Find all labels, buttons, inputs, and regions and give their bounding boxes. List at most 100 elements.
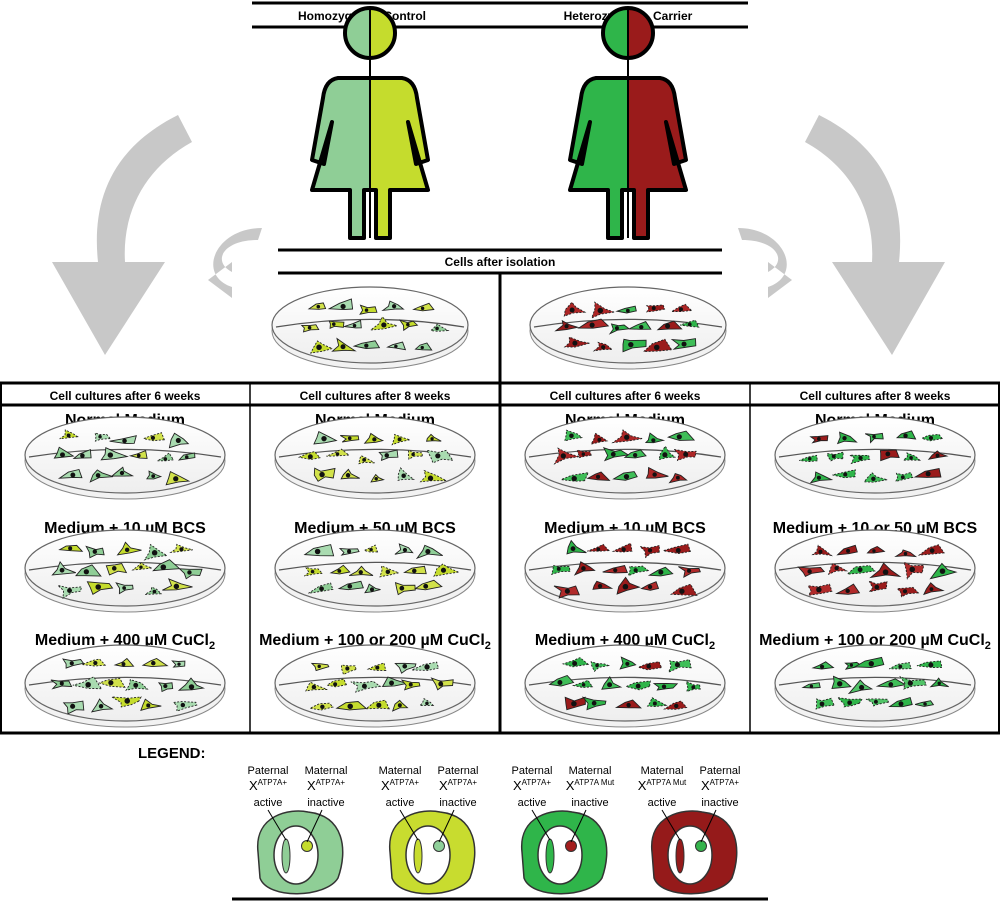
- legend-3-inactive-gene: XATP7A+: [701, 778, 739, 793]
- legend-active-x-2: [545, 838, 555, 874]
- culture-dish-3-2-cell-12-nucleus: [847, 700, 852, 705]
- isolation-dish-carrier-cell-0: [563, 301, 587, 317]
- isolation-dish-control: [271, 286, 469, 370]
- culture-dish-1-1-cell-12-nucleus: [347, 583, 353, 589]
- culture-dish-1-1-cell-1-nucleus: [347, 549, 352, 554]
- culture-dish-3-1-cell-15: [923, 582, 945, 596]
- culture-dish-3-2-cell-1-nucleus: [849, 663, 854, 667]
- culture-dish-1-2-cell-2-nucleus: [375, 665, 380, 670]
- legend-1-active-parent: Maternal: [379, 765, 422, 777]
- culture-dish-0-2: [24, 644, 226, 728]
- isolation-dish-control-cell-10-nucleus: [435, 326, 439, 331]
- legend-pointer-inactive-1: [438, 809, 455, 843]
- culture-dish-2-2-cell-2-nucleus: [625, 661, 630, 666]
- culture-dish-0-0-cell-4-nucleus: [175, 437, 181, 443]
- culture-dish-0-0-cell-12: [89, 469, 114, 483]
- legend-nucleus-2: [537, 825, 583, 885]
- dish-label-2-2: Medium + 400 µM CuCl2: [535, 632, 715, 652]
- culture-dish-0-0-cell-2-nucleus: [122, 438, 127, 444]
- culture-dish-3-0-cell-13: [863, 472, 888, 483]
- culture-dish-1-1-cell-10-nucleus: [440, 567, 447, 573]
- culture-dish-1-0-cell-14-nucleus: [401, 473, 406, 478]
- culture-dish-2-2-cell-12-nucleus: [591, 700, 597, 706]
- isolation-dish-carrier-cell-8-nucleus: [639, 324, 644, 330]
- legend-1-inactive-word: inactive: [439, 797, 476, 809]
- culture-dish-0-2-cell-6-nucleus: [85, 682, 91, 688]
- column-3: Cell cultures after 8 weeksNormal Medium…: [759, 389, 991, 728]
- isolation-dish-carrier-cell-3-nucleus: [651, 306, 656, 311]
- culture-dish-1-0-cell-11-nucleus: [319, 471, 325, 478]
- culture-dish-3-0-cell-11-nucleus: [816, 475, 821, 480]
- culture-dish-1-1-cell-14: [394, 582, 416, 596]
- culture-dish-1-0-cell-7: [358, 455, 375, 465]
- legend-pointer-inactive-2: [570, 809, 587, 843]
- legend-0-inactive-gene: XATP7A+: [307, 778, 345, 793]
- isolation-dish-carrier-cell-10-nucleus: [687, 322, 692, 327]
- culture-dish-3-1-cell-2: [866, 545, 886, 554]
- culture-dish-3-0-cell-15-nucleus: [925, 471, 931, 477]
- culture-dish-1-2-cell-5-nucleus: [311, 684, 317, 690]
- culture-dish-3-1-cell-15-nucleus: [929, 587, 934, 592]
- culture-dish-3-2-cell-14-nucleus: [898, 701, 904, 707]
- culture-dish-0-2-cell-3-nucleus: [151, 660, 156, 666]
- culture-dish-1-2-cell-4-nucleus: [424, 664, 430, 670]
- culture-dish-1-2-cell-5: [305, 681, 328, 692]
- legend-1-inactive-gene: XATP7A+: [439, 778, 477, 793]
- big-arrow-left: [52, 115, 192, 355]
- culture-dish-2-0: [524, 416, 726, 500]
- culture-dish-2-1-cell-14-nucleus: [647, 584, 653, 590]
- legend-barr-body-0: [301, 840, 313, 852]
- culture-dish-1-1-cell-6-nucleus: [337, 569, 342, 573]
- isolation-dish-control-cell-4: [412, 302, 435, 312]
- legend: LEGEND: PaternalXATP7A+activeMaternalXAT…: [138, 745, 768, 901]
- culture-dish-0-0-cell-9: [157, 452, 175, 462]
- culture-dish-2-0-cell-7-nucleus: [610, 451, 616, 457]
- culture-dish-1-1-cell-15: [414, 579, 443, 591]
- culture-dish-2-2-cell-15-nucleus: [674, 703, 679, 709]
- culture-dish-0-2-cell-10-nucleus: [188, 684, 195, 690]
- culture-dish-3-2-cell-11-nucleus: [819, 701, 825, 707]
- legend-1-active-word: active: [386, 797, 415, 809]
- isolation-dish-control-cell-6-nucleus: [331, 322, 336, 326]
- isolation-dish-carrier: [529, 286, 727, 370]
- culture-dish-2-1-cell-10-nucleus: [686, 568, 692, 573]
- process-arrows: [52, 115, 945, 355]
- culture-dish-1-0-cell-2-nucleus: [372, 437, 377, 442]
- dish-label-0-2: Medium + 400 µM CuCl2: [35, 632, 215, 652]
- isolation-dish-carrier-cell-6-nucleus: [589, 322, 595, 328]
- culture-dish-3-0-cell-7-nucleus: [858, 455, 863, 461]
- culture-dish-3-1-cell-3-nucleus: [903, 551, 908, 556]
- culture-dish-1-0: [274, 416, 476, 500]
- culture-dish-0-0-cell-1-nucleus: [98, 435, 102, 439]
- culture-dish-0-0-cell-7-nucleus: [107, 452, 114, 458]
- culture-dish-0-1-cell-2: [116, 541, 142, 556]
- culture-dish-0-2-cell-11-nucleus: [70, 703, 76, 709]
- column-2: Cell cultures after 6 weeksNormal Medium…: [524, 389, 726, 728]
- culture-dish-2-2-cell-0-nucleus: [572, 661, 578, 666]
- dish-label-1-2: Medium + 100 or 200 µM CuCl2: [259, 632, 491, 652]
- culture-dish-0-1-cell-5: [51, 560, 76, 576]
- culture-dish-2-2-cell-10-nucleus: [691, 685, 696, 690]
- culture-dish-3-1-cell-9-nucleus: [909, 566, 916, 573]
- culture-dish-1-0-cell-9: [407, 449, 423, 460]
- culture-dish-3-0-cell-13-nucleus: [871, 476, 876, 482]
- culture-dish-2-0-cell-3: [644, 432, 666, 444]
- legend-pointer-inactive-0: [306, 809, 323, 843]
- culture-dish-3-0-cell-8-nucleus: [885, 451, 891, 457]
- culture-dish-0-2-cell-15-nucleus: [180, 702, 186, 708]
- culture-dish-0-0-cell-12-nucleus: [95, 473, 101, 478]
- culture-dish-1-0-cell-9-nucleus: [411, 452, 415, 457]
- isolation-dish-carrier-cell-11-nucleus: [572, 340, 578, 346]
- culture-dish-1-2-cell-3-nucleus: [402, 663, 408, 669]
- culture-dish-0-2-cell-12-nucleus: [98, 704, 104, 709]
- isolation-dish-carrier-cell-13: [622, 338, 647, 353]
- culture-dish-2-2-cell-4: [667, 659, 692, 674]
- legend-nucleus-1: [405, 825, 451, 885]
- culture-dish-2-2-cell-5-nucleus: [557, 680, 563, 685]
- isolation-dish-carrier-cell-1-nucleus: [597, 307, 604, 314]
- culture-dish-1-1-cell-8-nucleus: [385, 569, 391, 575]
- legend-pointer-inactive-3: [700, 809, 717, 843]
- culture-dish-2-1-cell-13: [616, 576, 641, 595]
- culture-dish-0-1-cell-3-nucleus: [151, 550, 158, 556]
- culture-dish-3-2-cell-4-nucleus: [928, 662, 934, 668]
